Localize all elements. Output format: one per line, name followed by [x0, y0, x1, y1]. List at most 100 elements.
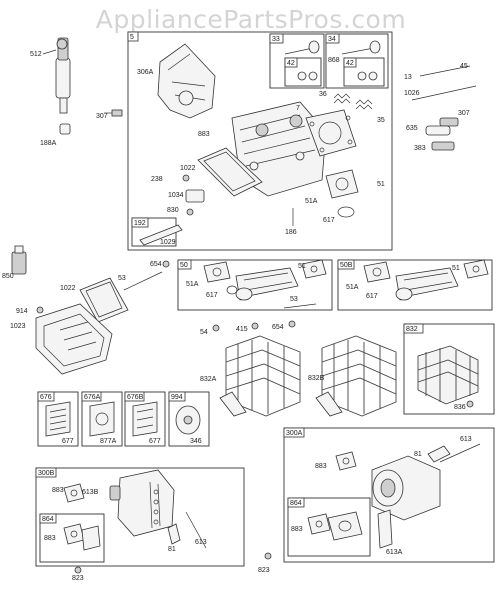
pushrod-part[interactable] — [419, 65, 471, 77]
valve-keeper-part[interactable] — [357, 71, 378, 81]
dipstick-seal-part[interactable] — [59, 123, 71, 135]
muffler-bracket-part[interactable] — [427, 445, 451, 463]
exhaust-gasket-part[interactable] — [307, 513, 331, 535]
part-label: 617 — [323, 217, 335, 224]
grommet-part[interactable] — [182, 174, 190, 182]
manifold-gasket-part[interactable] — [463, 259, 489, 279]
exhaust-bolt-part[interactable] — [185, 511, 207, 549]
valve-spring-part[interactable] — [333, 93, 351, 104]
valve-keeper-part[interactable] — [297, 71, 318, 81]
long-bolt-part[interactable] — [283, 303, 317, 309]
valve-spring-part[interactable] — [355, 99, 373, 110]
spark-arrestor-part[interactable] — [132, 401, 158, 437]
intake-manifold-part[interactable] — [395, 267, 459, 301]
deflector-part[interactable] — [175, 405, 201, 435]
exhaust-gasket-part[interactable] — [63, 483, 85, 503]
muffler-with-guard-part[interactable] — [417, 345, 479, 405]
screw-part[interactable] — [466, 400, 474, 408]
dipstick-tube-part[interactable] — [55, 37, 71, 114]
part-label: 613B — [82, 489, 99, 496]
screw-part[interactable] — [36, 306, 44, 314]
screw-part[interactable] — [212, 324, 220, 332]
tappet-part[interactable] — [425, 125, 451, 136]
exhaust-gasket-part[interactable] — [63, 523, 85, 545]
box-tag: 832 — [406, 326, 418, 333]
part-label: 45 — [460, 63, 468, 70]
exhaust-bracket-part[interactable] — [377, 509, 393, 549]
cylinder-head-part[interactable] — [231, 101, 327, 197]
part-label: 51A — [346, 284, 359, 291]
head-gasket-part[interactable] — [305, 109, 357, 157]
part-label: 850 — [2, 273, 14, 280]
muffler-part[interactable] — [371, 455, 441, 521]
part-label: 677 — [62, 438, 74, 445]
muffler-guard-part[interactable] — [219, 335, 301, 417]
assembly-box-33 — [269, 33, 325, 89]
o-ring-part[interactable] — [337, 206, 355, 218]
part-label: 1022 — [60, 285, 76, 292]
breather-tube-part[interactable] — [139, 224, 183, 246]
pushrod-part[interactable] — [411, 85, 477, 101]
exhaust-gasket-part[interactable] — [335, 451, 357, 471]
valve-cover-part[interactable] — [35, 303, 113, 375]
exhaust-adapter-part[interactable] — [81, 525, 101, 551]
part-label: 36 — [319, 91, 327, 98]
rocker-part[interactable] — [439, 117, 459, 127]
part-label: 1023 — [10, 323, 26, 330]
spark-arrestor-part[interactable] — [89, 401, 115, 437]
intake-adapter-part[interactable] — [325, 169, 359, 199]
screw-part[interactable] — [74, 566, 82, 574]
bracket-part[interactable] — [167, 523, 181, 545]
assembly-box-832 — [403, 323, 495, 415]
part-label: 51 — [377, 181, 385, 188]
breather-screw-part[interactable] — [186, 208, 194, 216]
valve-part[interactable] — [284, 40, 320, 55]
part-label: 307 — [96, 113, 108, 120]
assembly-box-34 — [325, 33, 389, 89]
box-tag: 676 — [40, 394, 52, 401]
valve-cover-gasket-part[interactable] — [197, 147, 263, 197]
guide-plate-part[interactable] — [431, 141, 455, 151]
manifold-gasket-part[interactable] — [203, 261, 231, 283]
part-label: 617 — [206, 292, 218, 299]
nut-part[interactable] — [288, 320, 296, 328]
muffler-part[interactable] — [117, 469, 175, 537]
part-label: 613A — [386, 549, 403, 556]
head-shroud-part[interactable] — [157, 43, 216, 119]
part-label: 877A — [100, 438, 117, 445]
part-label: 883 — [315, 463, 327, 470]
breather-part[interactable] — [185, 189, 205, 203]
part-label: 346 — [190, 438, 202, 445]
muffler-cap-part[interactable] — [109, 485, 121, 501]
part-label: 914 — [16, 308, 28, 315]
nut-part[interactable] — [162, 260, 170, 268]
box-tag: 676B — [127, 394, 144, 401]
box-tag: 864 — [42, 516, 54, 523]
part-label: 823 — [258, 567, 270, 574]
intake-manifold-part[interactable] — [235, 267, 299, 301]
muffler-guard-part[interactable] — [315, 335, 397, 417]
assembly-box-864 — [39, 513, 105, 563]
screw-part[interactable] — [251, 322, 259, 330]
part-label: 51A — [305, 198, 318, 205]
manifold-gasket-part[interactable] — [301, 259, 327, 279]
part-label: 81 — [414, 451, 422, 458]
exhaust-adapter-part[interactable] — [327, 511, 363, 541]
box-tag: 50 — [180, 262, 188, 269]
part-label: 823 — [72, 575, 84, 582]
exhaust-bolt-part[interactable] — [439, 443, 481, 463]
assembly-box-676 — [37, 391, 79, 447]
valve-part[interactable] — [341, 40, 381, 55]
box-tag: 192 — [134, 220, 146, 227]
manifold-gasket-part[interactable] — [363, 261, 391, 283]
assembly-box-50 — [177, 259, 333, 311]
o-ring-part[interactable] — [226, 285, 238, 295]
long-bolt-part[interactable] — [123, 271, 163, 291]
screw-part[interactable] — [264, 552, 272, 560]
part-label: 617 — [366, 293, 378, 300]
assembly-box-5 — [127, 31, 393, 251]
sealant-tube-part[interactable] — [11, 245, 27, 275]
screw-part[interactable] — [104, 109, 123, 117]
cover-gasket-part[interactable] — [79, 277, 129, 323]
spark-arrestor-part[interactable] — [45, 401, 71, 437]
